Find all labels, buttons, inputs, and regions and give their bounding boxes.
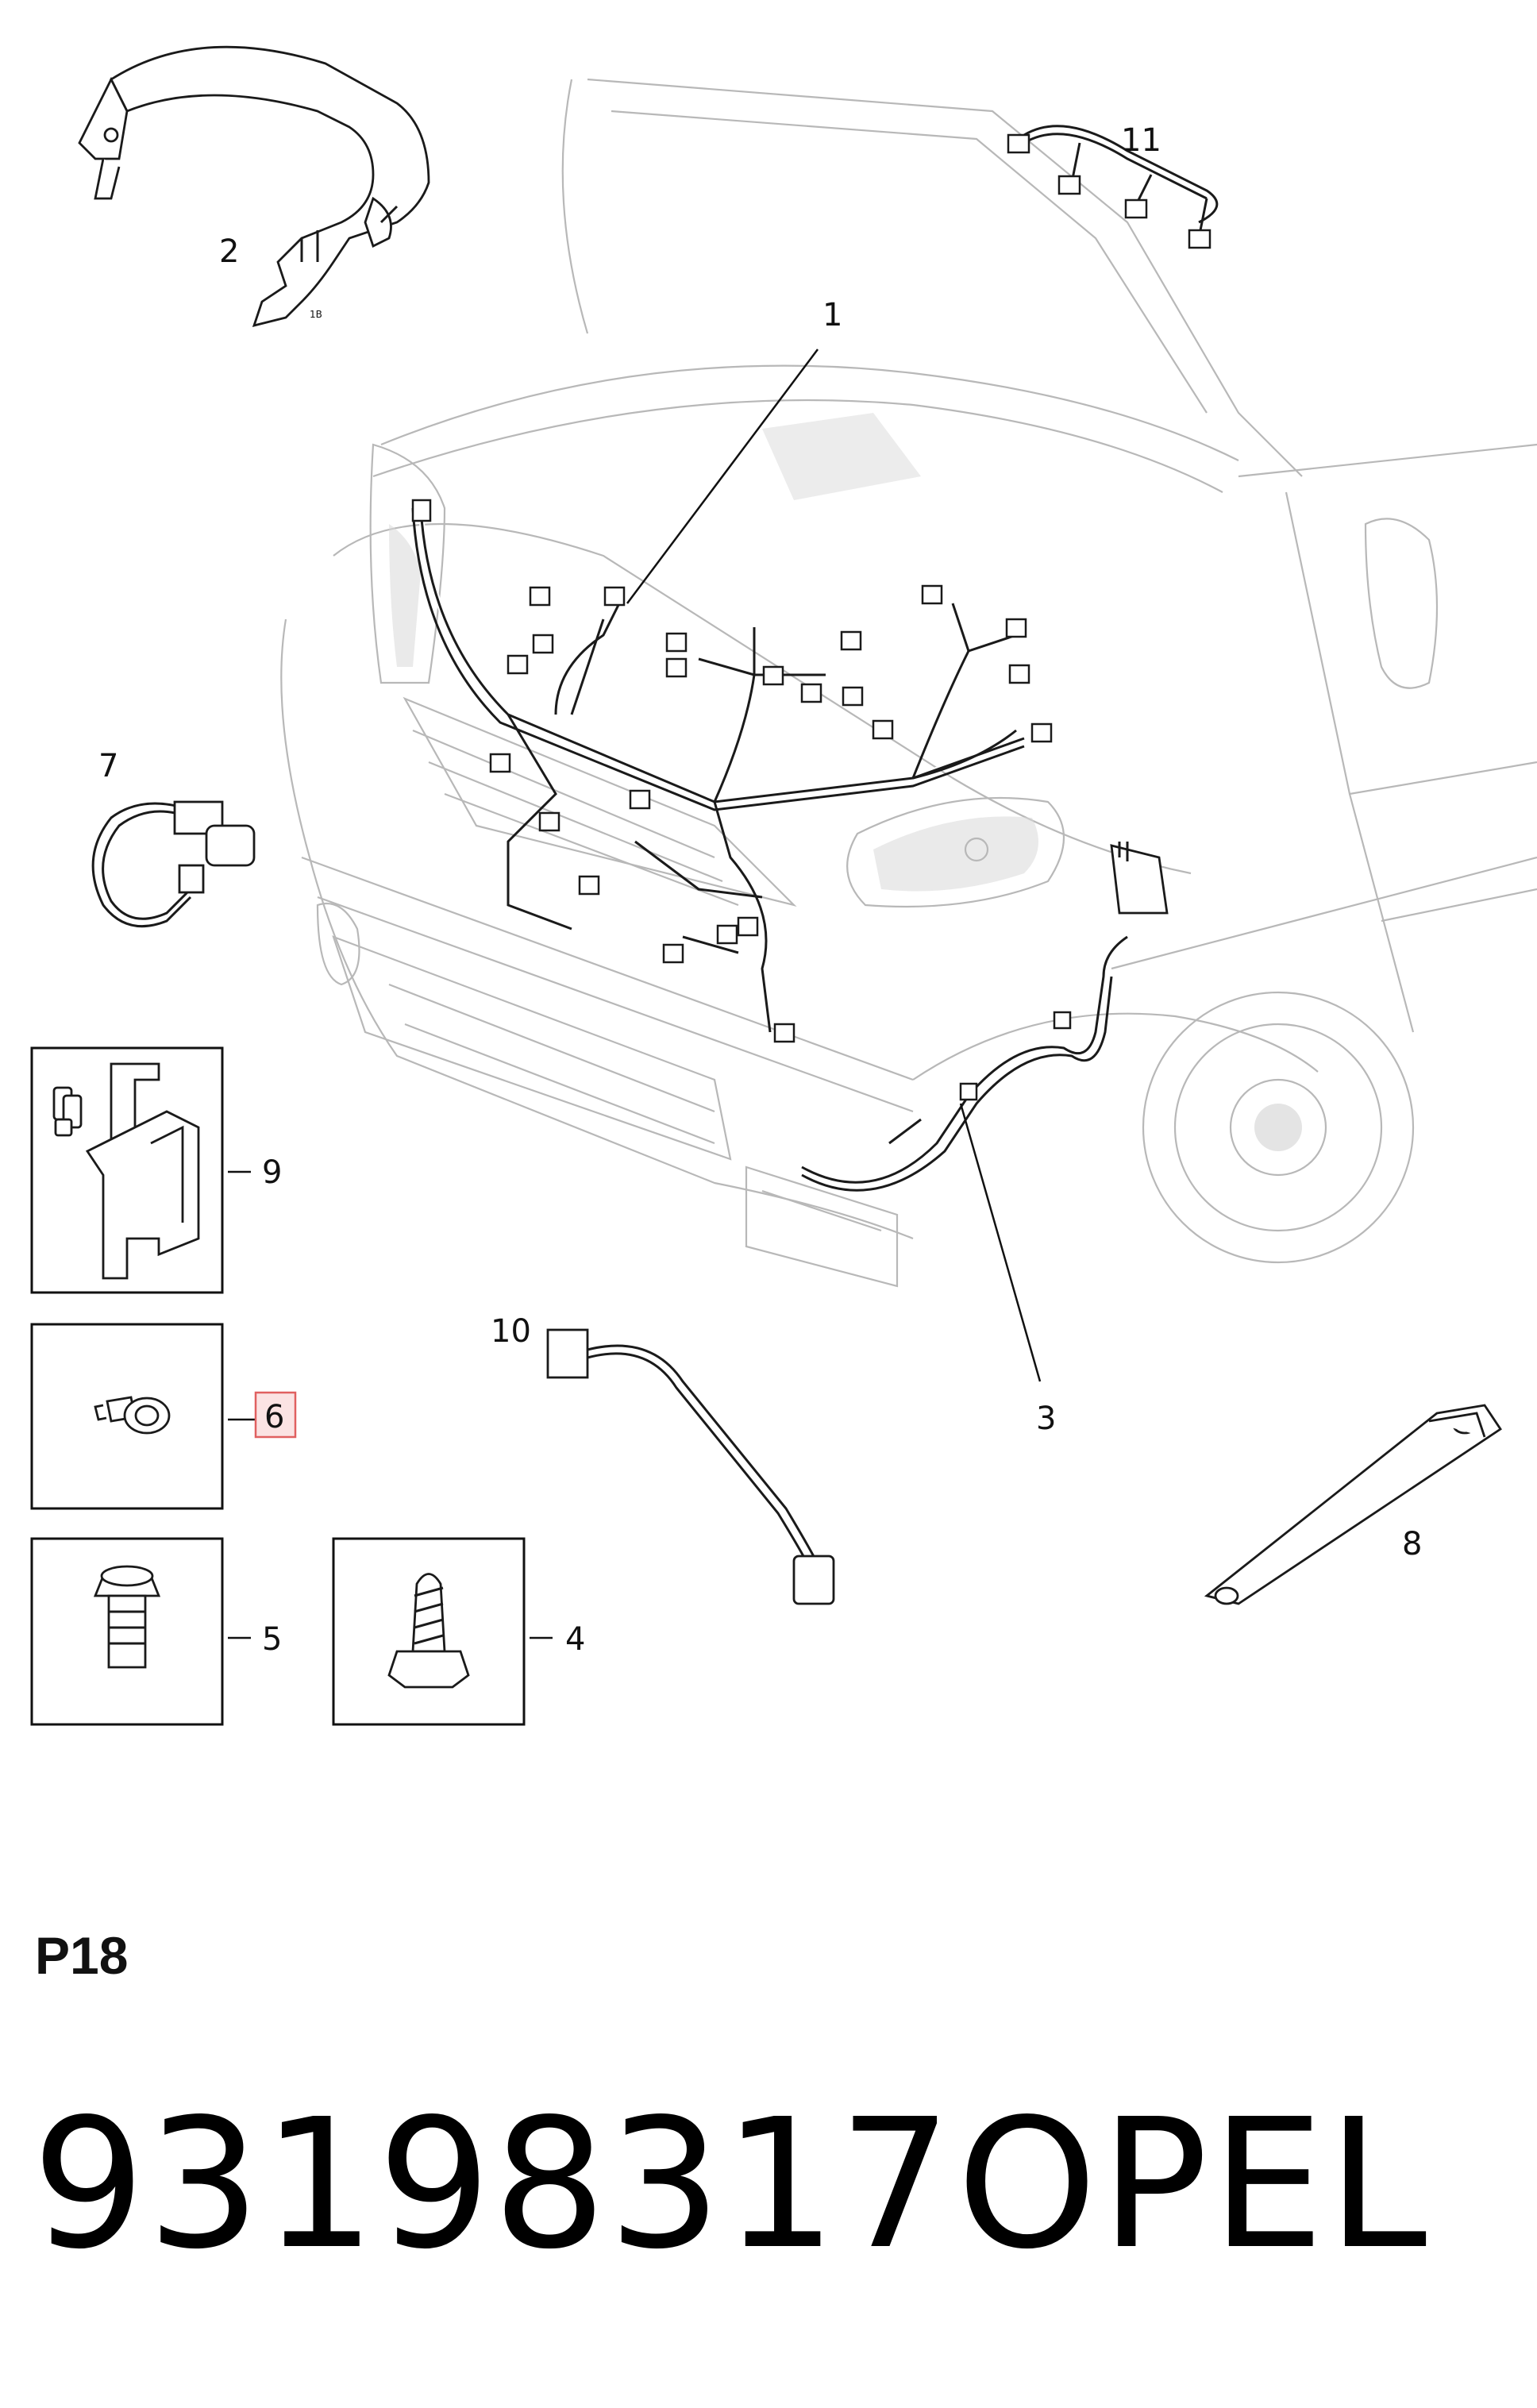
leader-lines — [228, 349, 1042, 1639]
side-wiring-harness[interactable] — [801, 842, 1169, 1192]
ground-strap[interactable] — [1204, 1404, 1502, 1605]
callout-3[interactable]: 3 — [1036, 1400, 1056, 1437]
callout-6[interactable]: 6 — [264, 1399, 284, 1435]
callout-10[interactable]: 10 — [491, 1313, 531, 1350]
callout-6-highlight — [254, 1391, 297, 1439]
callout-4[interactable]: 4 — [565, 1621, 585, 1658]
callout-7[interactable]: 7 — [98, 748, 118, 784]
callout-8[interactable]: 8 — [1402, 1526, 1422, 1562]
callout-9[interactable]: 9 — [262, 1154, 282, 1191]
svg-text:1B: 1B — [310, 309, 322, 320]
part-box-5[interactable] — [30, 1537, 224, 1726]
callout-2[interactable]: 2 — [219, 233, 239, 270]
callout-11[interactable]: 11 — [1121, 122, 1161, 159]
brand-name: OPEL — [957, 2081, 1431, 2289]
parts-diagram: 1B — [30, 45, 1537, 1726]
part-box-6[interactable] — [30, 1323, 224, 1510]
callouts: 1 2 3 4 5 6 7 8 9 10 11 — [98, 122, 1422, 1658]
connector-cable[interactable] — [546, 1328, 835, 1605]
sensor-cable[interactable] — [91, 800, 256, 928]
front-wiring-harness[interactable] — [411, 499, 1053, 1043]
callout-5[interactable]: 5 — [262, 1621, 282, 1658]
part-box-4[interactable] — [332, 1537, 526, 1726]
callout-1[interactable]: 1 — [822, 297, 842, 333]
page-code: P18 — [35, 1926, 129, 1985]
harness-bracket[interactable]: 1B — [78, 45, 430, 327]
small-wire-harness[interactable] — [1007, 125, 1219, 249]
vehicle-outline — [280, 78, 1537, 1288]
part-box-9[interactable] — [30, 1046, 224, 1294]
part-number: 93198317 — [32, 2081, 954, 2289]
harness-connector — [411, 499, 432, 522]
